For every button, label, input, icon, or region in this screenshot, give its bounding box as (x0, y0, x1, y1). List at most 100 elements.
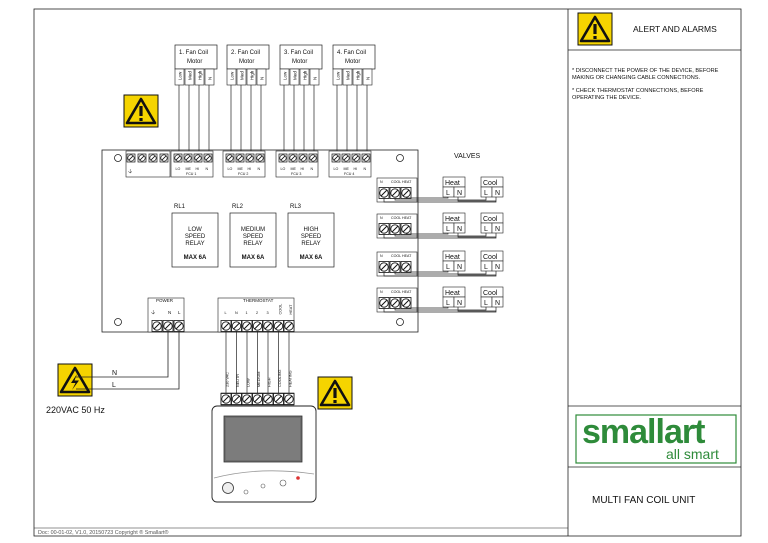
valve-wire (383, 271, 497, 277)
valve-l-label: L (446, 226, 450, 233)
motor-label: 3. Fan Coil (284, 50, 313, 56)
thermostat-wire-label: MEDIUM (257, 372, 261, 387)
fcu-pin-label: HI (354, 167, 358, 171)
valve-terminal-label: N (380, 290, 383, 294)
relay-max: MAX 6A (300, 255, 323, 261)
relay-label: SPEED (243, 234, 264, 240)
valve-l-label: L (484, 264, 488, 271)
valve-terminal-label: HEAT (402, 290, 412, 294)
wire-l-label: L (112, 382, 116, 389)
thermostat-pin-label: L (225, 311, 227, 315)
screw-terminal (235, 153, 245, 163)
screw-terminal (378, 297, 390, 309)
heat-valve-n (453, 186, 466, 198)
warning-icon (122, 93, 160, 129)
thermostat-pin-label: 1 (246, 311, 248, 315)
thermostat-pin-label: 3 (267, 311, 269, 315)
screw-terminal (389, 223, 401, 235)
thermostat-wire-label: 230 VAC (226, 372, 230, 387)
thermostat-wire-label: LOW (247, 378, 251, 387)
screw-terminal (273, 393, 284, 405)
fcu-group-label: FCU 1 (186, 172, 196, 176)
relay-box (287, 212, 335, 268)
warning-2-line-2: OPERATING THE DEVICE. (572, 95, 642, 101)
motor-pin (226, 68, 237, 86)
thermostat-button[interactable] (260, 483, 266, 489)
motor-pin-label: High (250, 70, 255, 80)
fcu-pin-label: ME (238, 167, 244, 171)
screw-terminal (308, 153, 318, 163)
valve-n-label: N (495, 190, 500, 197)
screw-terminal (389, 297, 401, 309)
fcu-pin-label: ME (344, 167, 350, 171)
screw-terminal (389, 187, 401, 199)
screw-terminal (278, 153, 288, 163)
alert-panel: ALERT AND ALARMS * DISCONNECT THE POWER … (568, 11, 741, 101)
heat-valve-n (453, 222, 466, 234)
logo-tagline: all smart (666, 446, 719, 462)
screw-terminal (220, 320, 232, 332)
screw-terminal (193, 153, 203, 163)
relay-label: RELAY (243, 241, 262, 247)
screw-terminal (331, 153, 341, 163)
thermostat-button[interactable] (243, 489, 249, 495)
logo-wordmark: smallart (582, 413, 705, 451)
relay-label: RELAY (301, 241, 320, 247)
relay-max: MAX 6A (242, 255, 265, 261)
fcu-pin-label: N (311, 167, 314, 171)
fcu-pin-label: N (258, 167, 261, 171)
motor-label: Motor (187, 59, 202, 65)
screw-terminal (273, 320, 284, 332)
motor-pin-label: High (303, 70, 308, 80)
thermostat-button[interactable] (279, 479, 287, 487)
screw-terminal (183, 153, 193, 163)
motor-pin (194, 68, 205, 86)
thermostat-wire-label: HEATING (289, 370, 293, 387)
valve-terminal-label: HEAT (402, 216, 412, 220)
valve-n-label: N (495, 226, 500, 233)
heat-valve-label: Heat (445, 216, 460, 223)
motor-pin (236, 68, 247, 86)
power-title: POWER (156, 298, 174, 303)
valve-n-label: N (495, 300, 500, 307)
power-pin-l: L (178, 310, 181, 315)
motor-pin-label: Med (346, 71, 351, 80)
motor-pin (309, 68, 320, 86)
relay-box (171, 212, 219, 268)
valve-wire (457, 233, 496, 238)
motor-box (174, 44, 218, 70)
fcu-pin-label: HI (196, 167, 200, 171)
motor-pin-label: Low (336, 71, 341, 80)
valve-wire (406, 233, 449, 235)
product-title: MULTI FAN COIL UNIT (592, 495, 695, 506)
motor-pin-label: Med (240, 71, 245, 80)
thermostat-knob[interactable] (222, 482, 234, 494)
fcu-pin-label: HI (301, 167, 305, 171)
relay-label: HIGH (304, 227, 319, 233)
motor-label: Motor (239, 59, 254, 65)
brand-logo: smallart all smart MULTI FAN COIL UNIT (568, 405, 741, 506)
fcu-pin-label: ME (186, 167, 192, 171)
motor-box (332, 44, 376, 70)
relay-max: MAX 6A (184, 255, 207, 261)
valve-wire (383, 197, 497, 203)
valve-l-label: L (446, 190, 450, 197)
thermostat-wire-label: COOLING (278, 369, 282, 387)
valve-n-label: N (457, 300, 462, 307)
motor-label: 2. Fan Coil (231, 50, 260, 56)
valve-l-label: L (484, 300, 488, 307)
valve-terminal-label: HEAT (402, 254, 412, 258)
valve-wire (457, 307, 496, 312)
screw-terminal (220, 393, 232, 405)
valve-n-label: N (457, 264, 462, 271)
relay-id: RL3 (290, 204, 302, 210)
valve-n-label: N (495, 264, 500, 271)
warning-2-line-1: * CHECK THERMOSTAT CONNECTIONS, BEFORE (572, 88, 704, 94)
thermostat-wire-label: NEUTR (236, 374, 240, 387)
cool-valve-label: Cool (483, 290, 498, 297)
